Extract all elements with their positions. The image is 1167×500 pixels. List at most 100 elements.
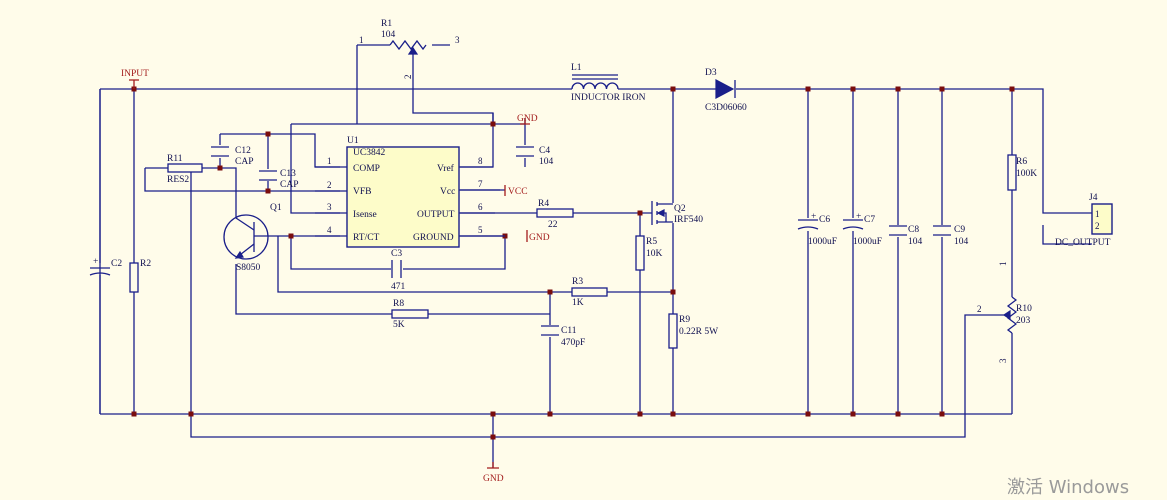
d3-diode: D3 C3D06060 bbox=[705, 68, 747, 113]
c9-capacitor: C9 104 bbox=[933, 225, 969, 247]
c12-capacitor: C12 CAP bbox=[211, 146, 253, 167]
svg-text:R3: R3 bbox=[572, 277, 583, 287]
r2-resistor: R2 bbox=[129, 259, 151, 293]
svg-text:6: 6 bbox=[478, 202, 483, 212]
svg-text:1: 1 bbox=[998, 262, 1008, 267]
svg-text:Q1: Q1 bbox=[270, 203, 282, 213]
c11-capacitor: C11 470pF bbox=[541, 325, 585, 348]
svg-text:22: 22 bbox=[548, 220, 558, 230]
svg-text:5K: 5K bbox=[393, 320, 405, 330]
svg-text:0.22R 5W: 0.22R 5W bbox=[679, 327, 718, 337]
svg-text:100K: 100K bbox=[1016, 169, 1037, 179]
svg-text:2: 2 bbox=[403, 75, 413, 80]
svg-text:+: + bbox=[856, 212, 861, 222]
svg-text:DC_OUTPUT: DC_OUTPUT bbox=[1055, 238, 1111, 248]
svg-text:CAP: CAP bbox=[280, 180, 298, 190]
svg-text:C3: C3 bbox=[391, 249, 402, 259]
svg-text:1K: 1K bbox=[572, 298, 584, 308]
c8-capacitor: C8 104 bbox=[889, 225, 923, 247]
svg-text:INPUT: INPUT bbox=[121, 69, 149, 79]
svg-text:R1: R1 bbox=[381, 19, 392, 29]
c4-capacitor: C4 104 bbox=[516, 146, 554, 167]
svg-text:2: 2 bbox=[1095, 221, 1100, 231]
svg-text:104: 104 bbox=[954, 237, 969, 247]
svg-text:2: 2 bbox=[327, 180, 332, 190]
net-gnd-bottom: GND bbox=[483, 462, 504, 484]
svg-text:Vref: Vref bbox=[437, 163, 455, 174]
c3-capacitor: C3 471 bbox=[391, 249, 406, 292]
svg-text:1: 1 bbox=[359, 35, 364, 45]
svg-text:8: 8 bbox=[478, 156, 483, 166]
svg-text:R6: R6 bbox=[1016, 157, 1027, 167]
svg-text:5: 5 bbox=[478, 225, 483, 235]
svg-text:RES2: RES2 bbox=[167, 175, 189, 185]
r8-resistor: R8 5K bbox=[391, 299, 429, 330]
svg-text:RT/CT: RT/CT bbox=[353, 233, 380, 243]
svg-text:IRF540: IRF540 bbox=[674, 215, 703, 225]
svg-text:C3D06060: C3D06060 bbox=[705, 103, 747, 113]
j4-connector: J4 1 2 DC_OUTPUT bbox=[1055, 193, 1113, 248]
svg-text:C9: C9 bbox=[954, 225, 965, 235]
svg-text:471: 471 bbox=[391, 282, 406, 292]
r9-resistor: R9 0.22R 5W bbox=[668, 313, 718, 349]
net-gnd-pin5: GND bbox=[526, 230, 550, 243]
c13-capacitor: C13 CAP bbox=[259, 169, 298, 190]
svg-text:J4: J4 bbox=[1089, 193, 1098, 203]
svg-text:R10: R10 bbox=[1016, 304, 1032, 314]
r1-potentiometer: R1 104 1 3 2 bbox=[359, 19, 460, 79]
svg-text:GND: GND bbox=[517, 114, 538, 124]
svg-text:470pF: 470pF bbox=[561, 338, 585, 348]
svg-text:R4: R4 bbox=[538, 199, 549, 209]
svg-text:1: 1 bbox=[1095, 209, 1100, 219]
svg-text:OUTPUT: OUTPUT bbox=[417, 210, 455, 220]
svg-text:Vcc: Vcc bbox=[440, 187, 455, 197]
l1-inductor: L1 INDUCTOR IRON bbox=[571, 63, 646, 103]
svg-text:1: 1 bbox=[327, 156, 332, 166]
net-gnd-c4: GND bbox=[517, 114, 538, 125]
svg-text:C6: C6 bbox=[819, 215, 830, 225]
svg-text:Q2: Q2 bbox=[674, 204, 686, 214]
q1-transistor: Q1 S8050 bbox=[223, 203, 282, 273]
r11-resistor: R11 RES2 bbox=[167, 154, 203, 185]
svg-text:1000uF: 1000uF bbox=[853, 237, 882, 247]
svg-text:GND: GND bbox=[483, 474, 504, 484]
svg-text:CAP: CAP bbox=[235, 157, 253, 167]
svg-text:3: 3 bbox=[998, 358, 1008, 363]
svg-text:L1: L1 bbox=[571, 63, 582, 73]
svg-text:104: 104 bbox=[539, 157, 554, 167]
svg-text:COMP: COMP bbox=[353, 164, 380, 174]
svg-text:+: + bbox=[93, 257, 98, 267]
svg-text:3: 3 bbox=[327, 202, 332, 212]
svg-text:C12: C12 bbox=[235, 146, 251, 156]
svg-text:4: 4 bbox=[327, 225, 332, 235]
svg-text:7: 7 bbox=[478, 179, 483, 189]
svg-text:2: 2 bbox=[977, 304, 982, 314]
svg-text:Isense: Isense bbox=[353, 210, 377, 220]
r3-resistor: R3 1K bbox=[571, 277, 608, 308]
svg-text:104: 104 bbox=[908, 237, 923, 247]
svg-text:R9: R9 bbox=[679, 315, 690, 325]
svg-text:S8050: S8050 bbox=[236, 263, 261, 273]
net-vcc: VCC bbox=[504, 185, 528, 197]
c6-capacitor: + C6 1000uF bbox=[797, 212, 837, 247]
c7-capacitor: + C7 1000uF bbox=[842, 212, 882, 247]
junctions bbox=[131, 86, 1015, 440]
svg-text:R2: R2 bbox=[140, 259, 151, 269]
svg-text:10K: 10K bbox=[646, 249, 663, 259]
c2-capacitor: + C2 bbox=[89, 89, 122, 414]
svg-text:GND: GND bbox=[529, 233, 550, 243]
svg-text:R8: R8 bbox=[393, 299, 404, 309]
svg-text:R5: R5 bbox=[646, 237, 657, 247]
r5-resistor: R5 10K bbox=[635, 235, 663, 271]
svg-text:GROUND: GROUND bbox=[413, 233, 454, 243]
activation-watermark: 激活 Windows bbox=[1007, 477, 1129, 498]
r10-potentiometer: R10 203 1 2 3 bbox=[977, 262, 1032, 364]
svg-text:C11: C11 bbox=[561, 326, 577, 336]
r4-resistor: R4 22 bbox=[536, 199, 574, 230]
svg-text:104: 104 bbox=[381, 30, 396, 40]
svg-text:203: 203 bbox=[1016, 316, 1031, 326]
svg-text:C13: C13 bbox=[280, 169, 296, 179]
svg-text:D3: D3 bbox=[705, 68, 717, 78]
svg-text:C4: C4 bbox=[539, 146, 550, 156]
